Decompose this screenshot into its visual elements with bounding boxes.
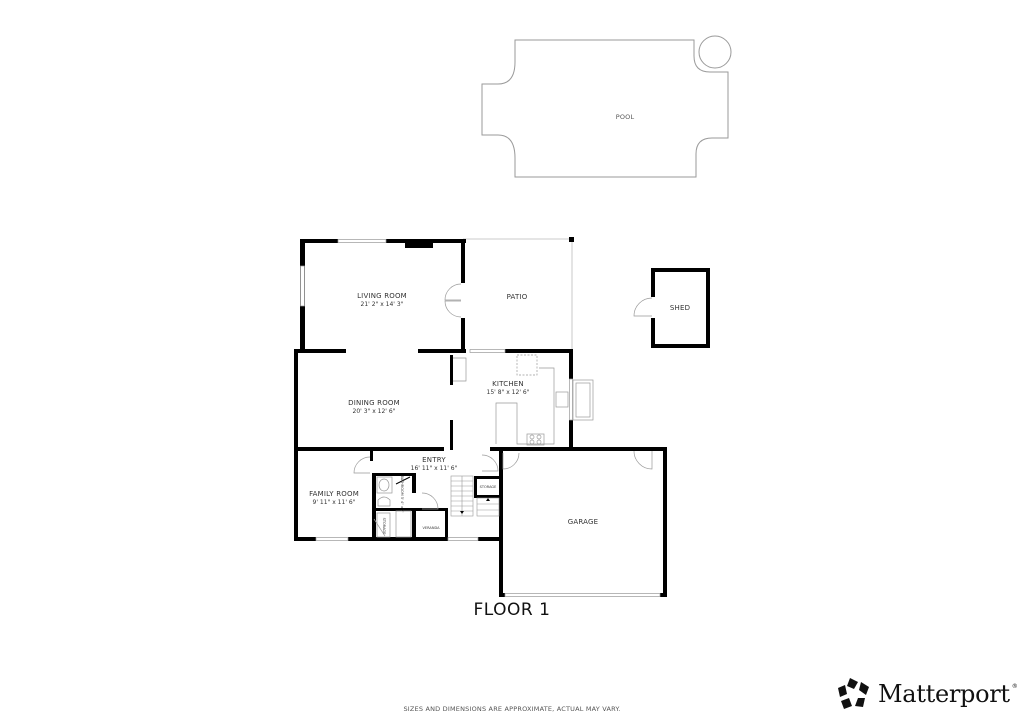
windows bbox=[300, 239, 661, 597]
room-dimensions: 15' 8" x 12' 6" bbox=[486, 388, 530, 396]
room-name: KITCHEN bbox=[492, 380, 524, 388]
room-label-patio: PATIO bbox=[507, 293, 528, 302]
kitchen-fixtures bbox=[453, 354, 594, 446]
registered-mark: ® bbox=[1011, 682, 1018, 690]
room-name: LIVING ROOM bbox=[357, 292, 407, 300]
room-dimensions: 5' 4" x 7' bbox=[400, 496, 404, 513]
matterport-brand: Matterport ® bbox=[836, 676, 1018, 712]
room-name: DINING ROOM bbox=[348, 399, 400, 407]
room-name: GARAGE bbox=[567, 518, 599, 526]
brand-name: Matterport bbox=[878, 680, 1010, 708]
room-label-family-room: FAMILY ROOM 9' 11" x 11' 6" bbox=[309, 490, 359, 506]
room-dimensions: 21' 2" x 14' 3" bbox=[360, 300, 404, 308]
room-name: PATIO bbox=[506, 293, 528, 301]
floor-title: FLOOR 1 bbox=[473, 600, 551, 620]
room-name: STORAGE bbox=[479, 485, 497, 489]
room-dimensions: 20' 3" x 12' 6" bbox=[352, 407, 396, 415]
room-name: FAMILY ROOM bbox=[309, 490, 359, 498]
room-label-entry: ENTRY 16' 11" x 11' 6" bbox=[411, 456, 458, 472]
room-label-pool: POOL bbox=[616, 113, 635, 121]
room-name: STORAGE bbox=[382, 517, 386, 535]
room-label-living-room: LIVING ROOM 21' 2" x 14' 3" bbox=[357, 292, 407, 308]
room-label-dining-room: DINING ROOM 20' 3" x 12' 6" bbox=[348, 399, 400, 415]
room-label-shed: SHED bbox=[670, 304, 690, 313]
room-dimensions: 9' 11" x 11' 6" bbox=[312, 498, 356, 506]
disclaimer-text: SIZES AND DIMENSIONS ARE APPROXIMATE, AC… bbox=[403, 705, 621, 713]
interior-doors bbox=[353, 450, 653, 537]
french-doors bbox=[444, 283, 462, 318]
room-name: VERANDA bbox=[422, 526, 440, 530]
exterior-walls bbox=[294, 239, 667, 597]
room-label-storage-stairs: STORAGE bbox=[480, 485, 497, 489]
room-name: ENTRY bbox=[422, 456, 446, 464]
room-label-bathroom: BATHROOM 5' 4" x 7' bbox=[400, 475, 404, 512]
room-name: BATHROOM bbox=[400, 475, 404, 496]
room-name: SHED bbox=[669, 304, 691, 312]
matterport-logo-icon bbox=[838, 678, 869, 709]
room-dimensions: 16' 11" x 11' 6" bbox=[410, 464, 458, 472]
room-name: POOL bbox=[615, 113, 635, 121]
room-label-storage-bath: STORAGE bbox=[382, 518, 386, 535]
room-label-kitchen: KITCHEN 15' 8" x 12' 6" bbox=[487, 380, 530, 396]
room-label-garage: GARAGE bbox=[568, 518, 599, 527]
room-label-veranda: VERANDA bbox=[423, 526, 440, 530]
shed-structure bbox=[633, 268, 710, 348]
pool-outline bbox=[481, 35, 732, 178]
bathroom-fixtures bbox=[376, 476, 412, 538]
